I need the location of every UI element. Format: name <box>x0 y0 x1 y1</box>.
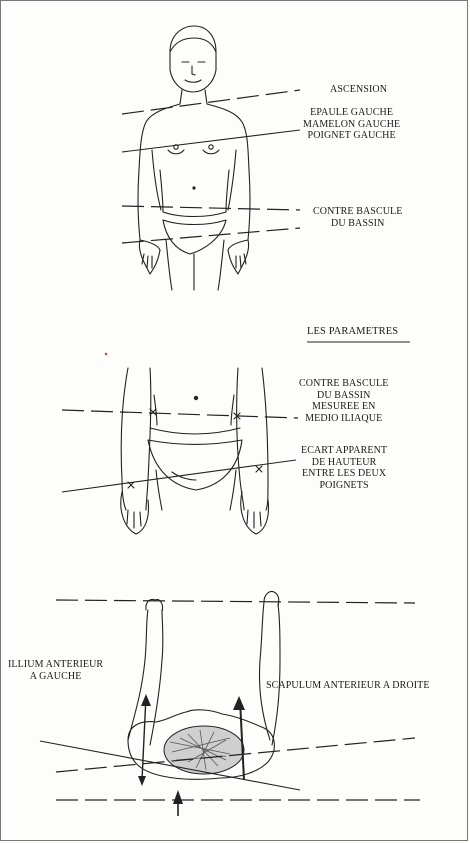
label-iliac-line2: DU BASSIN <box>299 390 388 402</box>
section-title-text: LES PARAMETRES <box>307 326 398 338</box>
label-left-side: EPAULE GAUCHE MAMELON GAUCHE POIGNET GAU… <box>303 107 400 142</box>
label-pelvis-line2: DU BASSIN <box>313 218 402 230</box>
iliac-line <box>62 410 298 418</box>
label-ilium-line1: ILLIUM ANTERIEUR <box>8 659 103 671</box>
label-wrists-line4: POIGNETS <box>301 480 387 492</box>
label-iliac-line4: MEDIO ILIAQUE <box>299 413 388 425</box>
label-scapulum: SCAPULUM ANTERIEUR A DROITE <box>266 680 430 692</box>
label-iliac-line3: MESUREE EN <box>299 401 388 413</box>
wrist-height-line <box>62 460 296 492</box>
label-wrist-text: POIGNET GAUCHE <box>303 130 400 142</box>
label-ascension-text: ASCENSION <box>330 84 387 96</box>
label-shoulder-text: EPAULE GAUCHE <box>303 107 400 119</box>
section-title: LES PARAMETRES <box>307 326 398 338</box>
label-wrists-line3: ENTRE LES DEUX <box>301 468 387 480</box>
wrist-line <box>122 228 300 243</box>
label-ilium: ILLIUM ANTERIEUR A GAUCHE <box>8 659 103 682</box>
label-iliac-line1: CONTRE BASCULE <box>299 378 388 390</box>
standing-body-drawing <box>138 26 250 290</box>
top-reference-line <box>56 600 415 603</box>
label-wrists-line1: ECART APPARENT <box>301 445 387 457</box>
label-nipple-text: MAMELON GAUCHE <box>303 119 400 131</box>
label-ilium-line2: A GAUCHE <box>8 671 103 683</box>
label-wrists: ECART APPARENT DE HAUTEUR ENTRE LES DEUX… <box>301 445 387 491</box>
label-iliac: CONTRE BASCULE DU BASSIN MESUREE EN MEDI… <box>299 378 388 424</box>
pelvis-closeup-drawing <box>105 353 269 534</box>
label-wrists-line2: DE HAUTEUR <box>301 457 387 469</box>
label-scapulum-text: SCAPULUM ANTERIEUR A DROITE <box>266 680 430 692</box>
label-pelvis-line1: CONTRE BASCULE <box>313 206 402 218</box>
pelvis-line <box>122 206 300 210</box>
label-ascension: ASCENSION <box>330 84 387 96</box>
label-pelvis-top: CONTRE BASCULE DU BASSIN <box>313 206 402 229</box>
shoulder-line <box>122 90 300 114</box>
